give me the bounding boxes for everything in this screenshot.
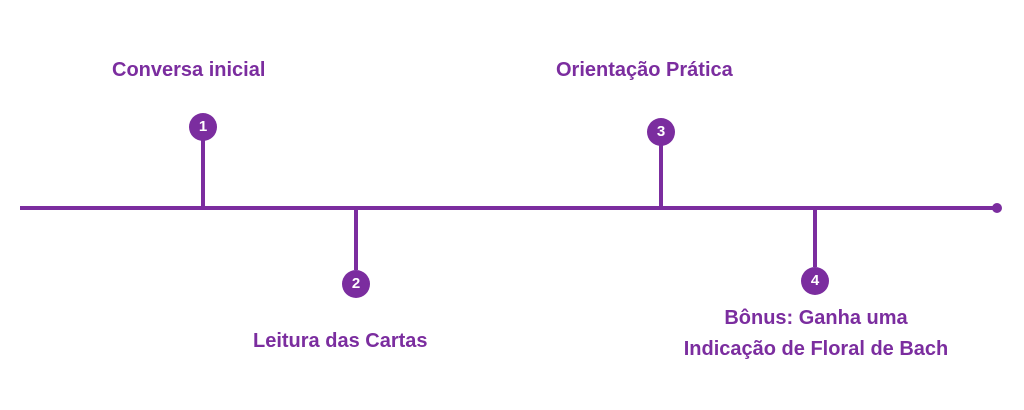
step-2-label: Leitura das Cartas <box>253 330 428 352</box>
timeline-axis <box>20 206 996 210</box>
step-3-stem <box>659 145 663 206</box>
step-3-marker: 3 <box>647 118 675 146</box>
timeline-end-dot <box>992 203 1002 213</box>
step-1-stem <box>201 140 205 206</box>
step-4-label-line-1: Bônus: Ganha uma <box>724 307 908 329</box>
step-4-stem <box>813 210 817 267</box>
step-4-label-line-2: Indicação de Floral de Bach <box>683 338 949 360</box>
step-1-label: Conversa inicial <box>112 59 266 81</box>
step-4-marker: 4 <box>801 267 829 295</box>
step-2-stem <box>354 210 358 270</box>
step-1-marker: 1 <box>189 113 217 141</box>
step-2-marker: 2 <box>342 270 370 298</box>
step-3-label: Orientação Prática <box>556 59 733 81</box>
